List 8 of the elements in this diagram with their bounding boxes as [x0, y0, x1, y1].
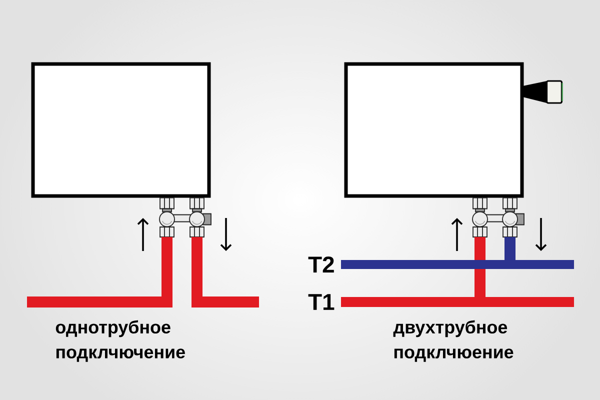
caption: однотрубное подклчючение [56, 320, 185, 362]
pipe [474, 237, 486, 297]
caption: двухтрубное подклчюение [393, 320, 514, 362]
pipe-label: T2 [308, 256, 334, 272]
pipe [504, 237, 516, 260]
pipe [27, 237, 172, 308]
pipe [192, 237, 259, 308]
pipe-label: T1 [308, 294, 334, 310]
